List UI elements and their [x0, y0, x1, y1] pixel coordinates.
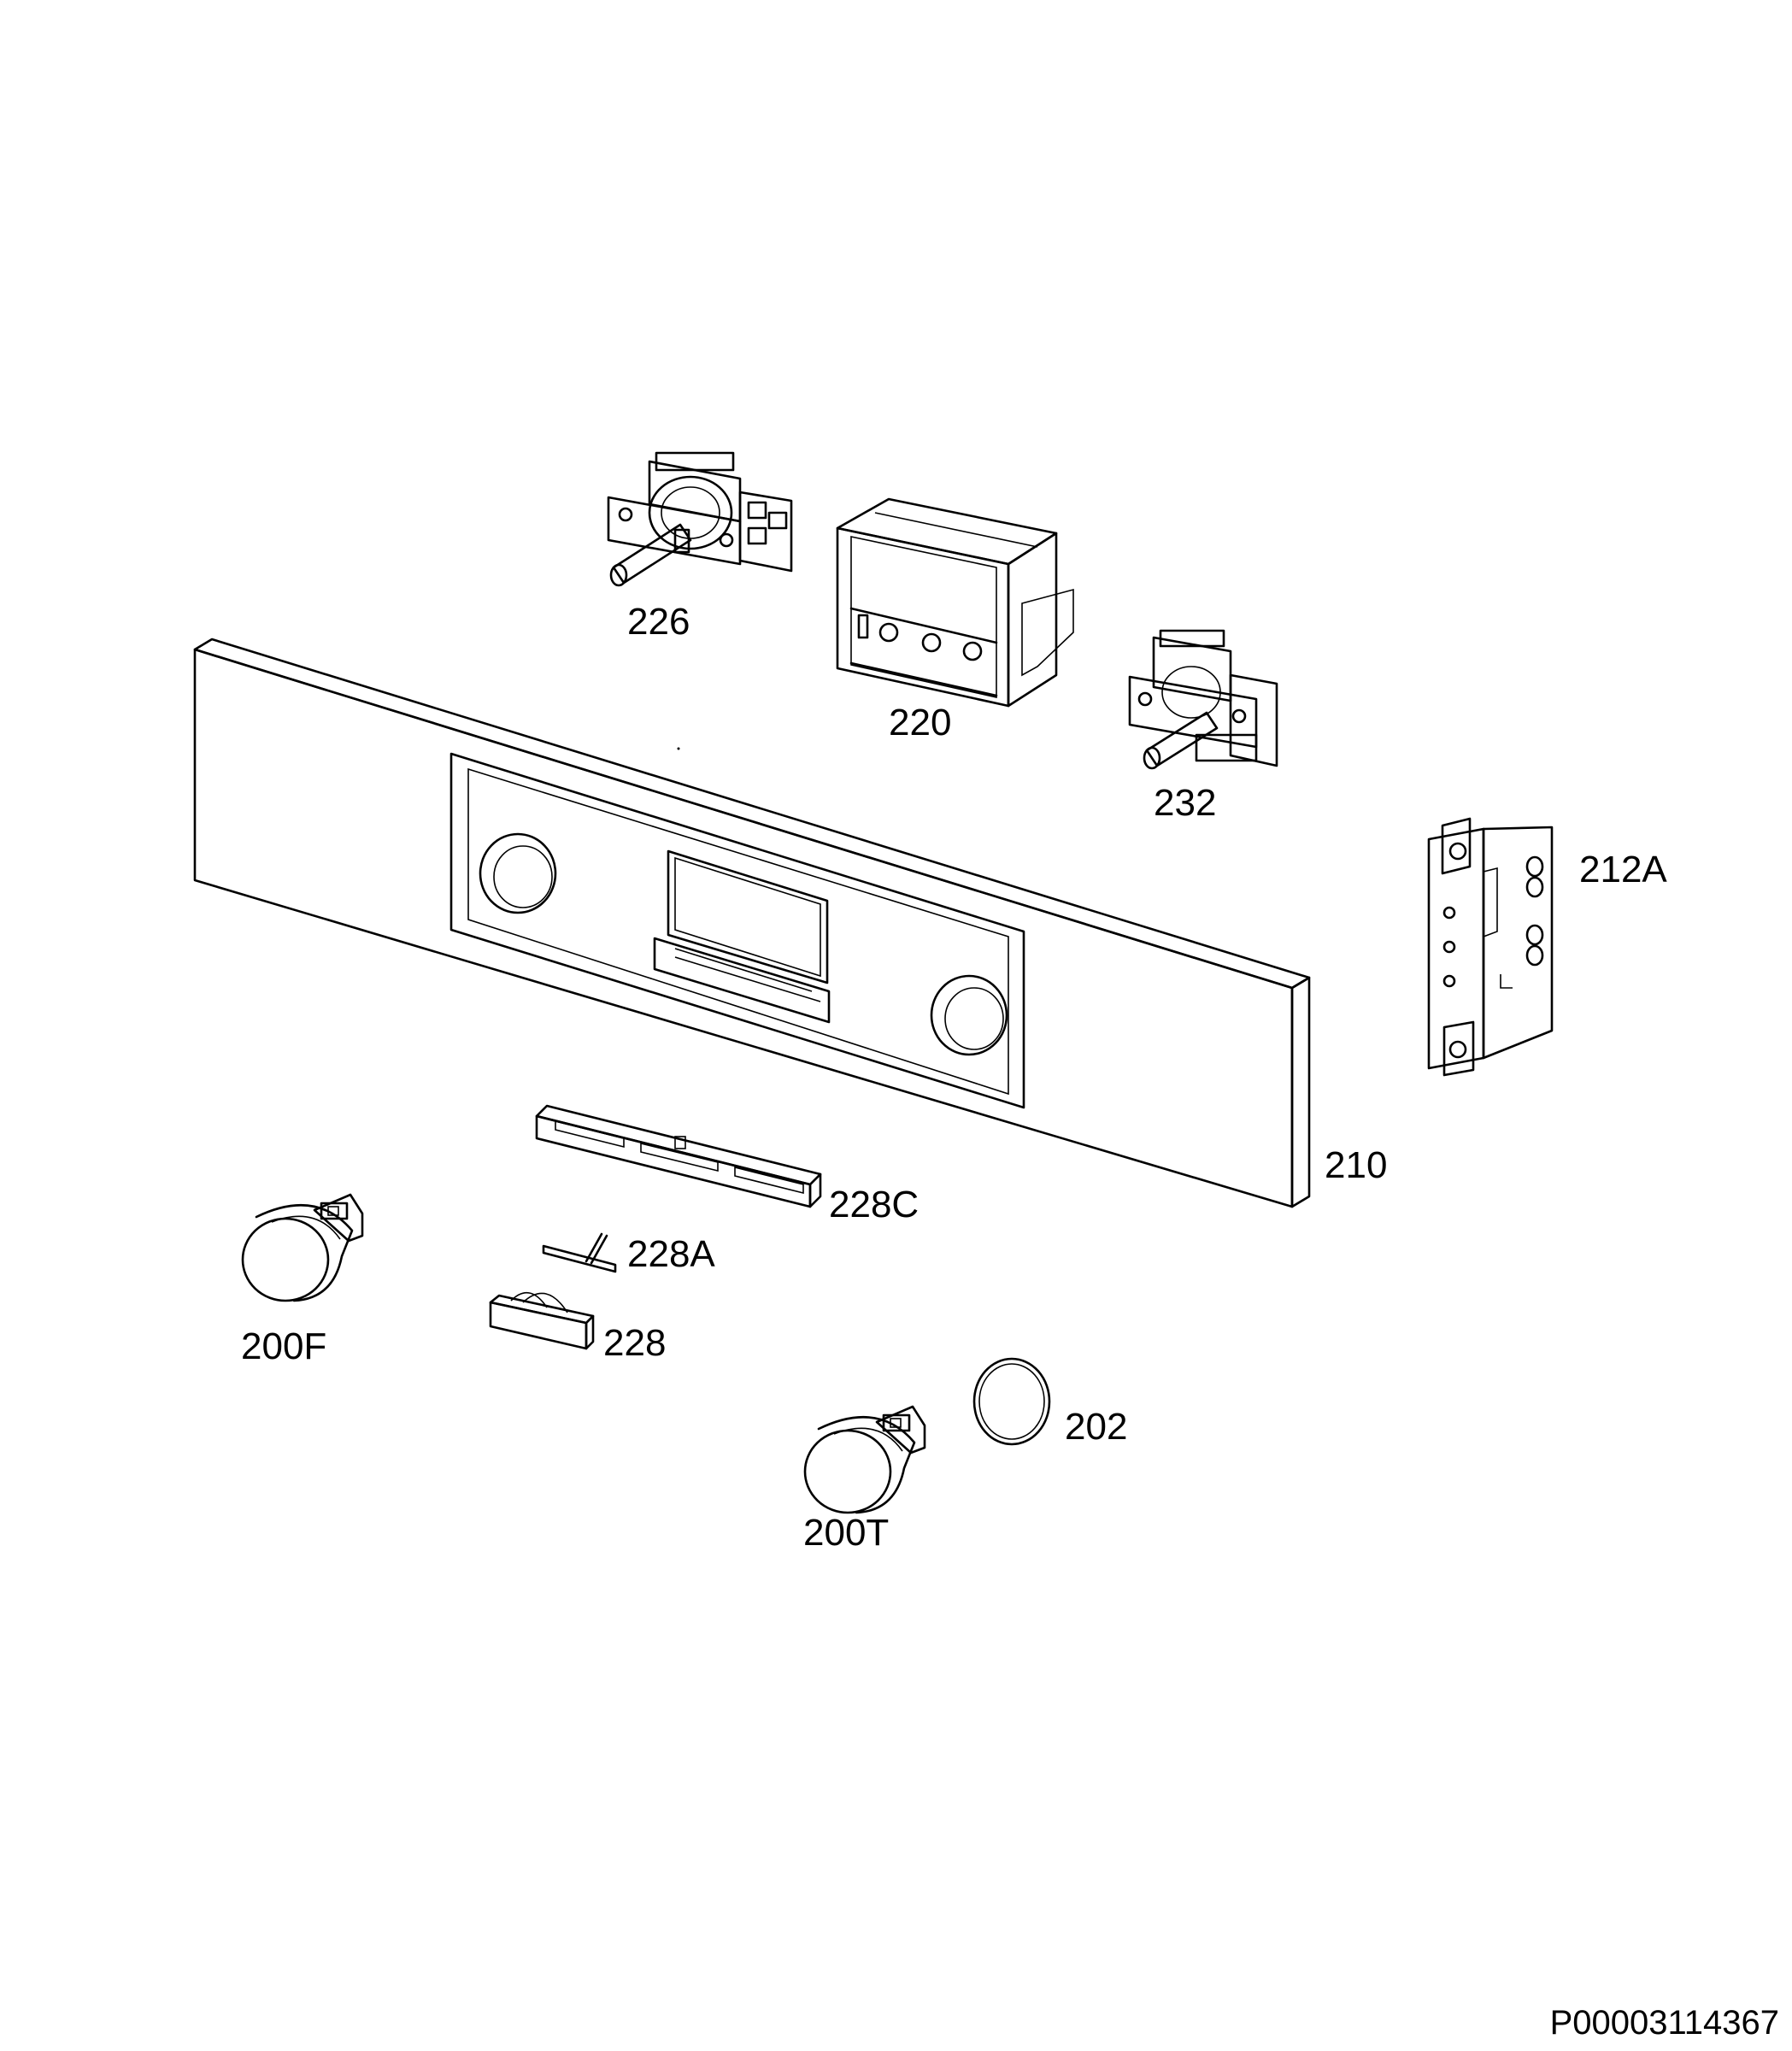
touch-frame-228C [535, 1104, 822, 1208]
rotary-switch-226 [607, 451, 793, 587]
knob-200F [241, 1193, 364, 1302]
knob-200T [803, 1405, 926, 1514]
label-226: 226 [627, 601, 690, 643]
label-200F: 200F [241, 1325, 326, 1367]
speck-dot [677, 747, 680, 750]
control-panel-210 [193, 638, 1311, 1208]
label-202: 202 [1065, 1406, 1127, 1448]
ring-202 [972, 1357, 1051, 1446]
light-guide-228A [542, 1232, 617, 1273]
button-228 [489, 1292, 595, 1350]
rotary-switch-232 [1128, 629, 1278, 770]
bracket-212A [1427, 817, 1554, 1077]
drawing-code: P00003114367 [1550, 2004, 1779, 2042]
label-228: 228 [603, 1322, 666, 1364]
label-228A: 228A [627, 1233, 715, 1275]
label-212A: 212A [1579, 849, 1667, 890]
display-module-220 [836, 497, 1074, 708]
label-232: 232 [1154, 782, 1216, 824]
label-210: 210 [1325, 1144, 1387, 1186]
label-228C: 228C [829, 1184, 919, 1225]
label-220: 220 [889, 702, 951, 743]
label-200T: 200T [803, 1512, 889, 1554]
